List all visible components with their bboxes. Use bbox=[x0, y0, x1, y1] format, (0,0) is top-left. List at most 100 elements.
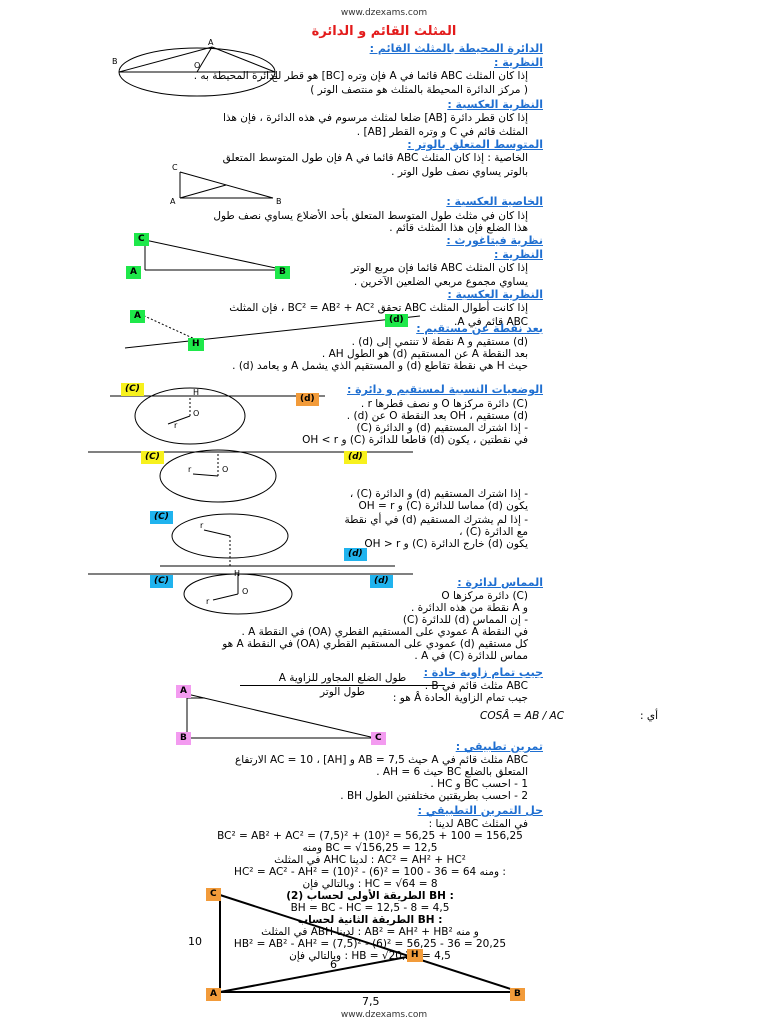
length-label-ab: 7,5 bbox=[362, 995, 380, 1008]
pythagoras-converse-line-1: إذا كانت أطوال المثلث ABC تحقق BC² = AB²… bbox=[229, 302, 528, 314]
solution-line-7: (2) الطريقة الأولى لحساب BH : bbox=[286, 890, 454, 902]
median-converse-line-2: هذا الضلع فإن هذا المثلث قائم . bbox=[389, 222, 528, 234]
point-label-h: H bbox=[193, 388, 199, 397]
fraction-denominator: طول الوتر bbox=[319, 686, 365, 698]
pythagoras-line-1: إذا كان المثلث ABC قائما فإن مربع الوتر bbox=[350, 262, 528, 274]
label-c-green: C bbox=[134, 233, 149, 246]
point-label-b: B bbox=[276, 197, 282, 206]
solution-line-5: HC² = AC² - AH² = (10)² - (6)² = 100 - 3… bbox=[234, 866, 506, 878]
theorem-line-2: ( مركز الدائرة المحيطة بالمثلث هو منتصف … bbox=[310, 84, 528, 96]
distance-line-1: (d) مستقيم و A نقطة لا تنتمي إلى (d) . bbox=[351, 336, 528, 348]
distance-figure bbox=[124, 313, 421, 349]
point-label-a: A bbox=[170, 197, 176, 206]
point-label-a: A bbox=[208, 38, 214, 47]
tangent-def-line-6: مماس للدائرة (C) في A . bbox=[414, 650, 528, 662]
solution-line-4: في المثلث AHC لدينا : AC² = AH² + HC² bbox=[274, 854, 466, 866]
tangent-def-line-4: في النقطة A عمودي على المستقيم القطري (O… bbox=[241, 626, 528, 638]
point-label-o: O bbox=[193, 409, 199, 418]
point-label-o: O bbox=[242, 587, 248, 596]
exterior-line-1: - إذا لم يشترك المستقيم (d) في أي نقطة bbox=[344, 514, 528, 526]
label-d-orange: (d) bbox=[296, 393, 319, 406]
cosine-line-2: جيب تمام الزاوية الحادة Â هو : bbox=[392, 692, 528, 704]
tangent-line-1: - إذا اشترك المستقيم (d) و الدائرة (C) ، bbox=[349, 488, 528, 500]
median-triangle-figure: C A B bbox=[170, 163, 282, 206]
solution-line-9: الطريقة الثانية لحساب BH : bbox=[297, 914, 443, 926]
solution-line-10: في المثلث ABH لدينا : AB² = AH² + HB² و … bbox=[261, 926, 479, 938]
section-heading-cosine: جيب تمام زاوية حادة : bbox=[423, 666, 543, 679]
label-circle-yellow: (C) bbox=[121, 383, 144, 396]
label-a-orange: A bbox=[206, 988, 221, 1001]
distance-line-2: بعد النقطة A عن المستقيم (d) هو الطول AH… bbox=[321, 348, 528, 360]
section-heading-relative-positions: الوضعيات النسبية لمستقيم و دائرة : bbox=[346, 383, 543, 396]
exterior-line-3: يكون (d) خارج الدائرة (C) و OH > r bbox=[364, 538, 528, 550]
label-d-cyan-2: (d) bbox=[370, 575, 393, 588]
point-label-o: O bbox=[222, 465, 228, 474]
solution-line-6: وبالتالي فإن : HC = √64 = 8 bbox=[302, 878, 438, 890]
label-b-green: B bbox=[275, 266, 290, 279]
radius-label: r bbox=[206, 597, 210, 606]
cosine-line-1: ABC مثلث قائم في B . bbox=[424, 680, 528, 692]
point-label-c: C bbox=[172, 163, 178, 172]
solution-line-1: في المثلث ABC لدينا : bbox=[428, 818, 528, 830]
length-label-ac: 10 bbox=[188, 935, 202, 948]
exercise-line-1: ABC مثلث قائم في A حيث AB = 7,5 و AC = 1… bbox=[234, 754, 528, 766]
distance-line-3: حيث H هي نقطة تقاطع (d) و المستقيم الذي … bbox=[232, 360, 528, 372]
circumcircle-figure: B A O C bbox=[112, 38, 278, 97]
exterior-figure: r H bbox=[160, 513, 395, 578]
label-b-orange: B bbox=[510, 988, 525, 1001]
positions-line-2: (d) مستقيم ، OH بعد النقطة O عن (d) . bbox=[346, 410, 528, 422]
median-converse-heading: الخاصية العكسية : bbox=[446, 195, 543, 208]
pythagoras-theorem-heading: النظرية : bbox=[494, 248, 543, 261]
label-d-cyan: (d) bbox=[344, 548, 367, 561]
label-a-pink: A bbox=[176, 685, 191, 698]
exercise-line-3: 1 - احسب BC و HC . bbox=[430, 778, 528, 790]
section-heading-exercise: تمرين تطبيقي : bbox=[455, 740, 543, 753]
fraction-numerator: طول الضلع المجاور للزاوية A bbox=[240, 672, 445, 686]
pythagoras-converse-line-2: ABC قائم في A. bbox=[454, 316, 528, 328]
cosine-formula: COSÂ = AB / AC bbox=[480, 710, 565, 722]
label-b-pink: B bbox=[176, 732, 191, 745]
tangent-def-line-2: و A نقطة من هذه الدائرة . bbox=[410, 602, 528, 614]
section-heading-distance: بعد نقطة عن مستقيم : bbox=[416, 322, 543, 335]
label-h-green: H bbox=[188, 338, 204, 351]
point-label-c: C bbox=[272, 75, 278, 84]
section-heading-pythagoras: نظرية فيتاغورث : bbox=[446, 234, 543, 247]
pythagoras-converse-heading: النظرية العكسية : bbox=[447, 288, 543, 301]
cosine-ay: أي : bbox=[639, 710, 658, 722]
solution-line-8: BH = BC - HC = 12,5 - 8 = 4,5 bbox=[290, 902, 450, 914]
label-c-pink: C bbox=[371, 732, 386, 745]
page-title: المثلث القائم و الدائرة bbox=[311, 24, 457, 39]
exercise-line-2: المتعلق بالضلع BC حيث AH = 6 . bbox=[376, 766, 528, 778]
section-heading-tangent: المماس لدائرة : bbox=[457, 576, 543, 589]
exercise-line-4: 2 - احسب بطريقتين مختلفتين الطول BH . bbox=[340, 790, 528, 802]
site-url-top[interactable]: www.dzexams.com bbox=[340, 8, 428, 18]
solution-line-2: BC² = AB² + AC² = (7,5)² + (10)² = 56,25… bbox=[217, 830, 523, 842]
positions-line-1: (C) دائرة مركزها O و نصف قطرها r . bbox=[360, 398, 528, 410]
solution-line-3: ومنه BC = √156,25 = 12,5 bbox=[302, 842, 438, 854]
point-label-o: O bbox=[194, 61, 200, 70]
label-h-orange: H bbox=[407, 949, 423, 962]
secant-figure: O H r bbox=[110, 387, 325, 445]
section-heading-solution: حل التمرين التطبيقي : bbox=[417, 804, 543, 817]
median-line-2: بالوتر يساوي نصف طول الوتر . bbox=[391, 166, 528, 178]
radius-label: r bbox=[174, 421, 178, 430]
pythagoras-line-2: يساوي مجموع مربعي الضلعين الآخرين . bbox=[353, 276, 528, 288]
converse-line-2: المثلث قائم في C و وتره القطر [AB] . bbox=[356, 126, 528, 138]
tangent-def-line-3: - إن المماس (d) للدائرة (C) bbox=[402, 614, 528, 626]
label-circle-cyan: (C) bbox=[150, 511, 173, 524]
converse-line-1: إذا كان قطر دائرة [AB] ضلعا لمثلث مرسوم … bbox=[222, 112, 528, 124]
label-c-orange: C bbox=[206, 888, 221, 901]
positions-line-3: - إذا اشترك المستقيم (d) و الدائرة (C) bbox=[356, 422, 528, 434]
length-label-ah: 6 bbox=[330, 958, 337, 971]
tangent-def-line-5: كل مستقيم (d) عمودي على المستقيم القطري … bbox=[222, 638, 528, 650]
converse-heading: النظرية العكسية : bbox=[447, 98, 543, 111]
site-url-bottom[interactable]: www.dzexams.com bbox=[340, 1010, 428, 1020]
label-d-yellow: (d) bbox=[344, 451, 367, 464]
tangent-line-2: يكون (d) مماسا للدائرة (C) و OH = r bbox=[358, 500, 528, 512]
pythagoras-triangle-figure bbox=[144, 239, 286, 271]
solution-line-12: وبالتالي فإن : HB = √20,25 = 4,5 bbox=[289, 950, 451, 962]
cosine-triangle-figure bbox=[186, 693, 376, 739]
point-label-b: B bbox=[112, 57, 118, 66]
positions-line-4: في نقطتين ، يكون (d) قاطعا للدائرة (C) و… bbox=[302, 434, 528, 446]
label-a-green: A bbox=[126, 266, 141, 279]
